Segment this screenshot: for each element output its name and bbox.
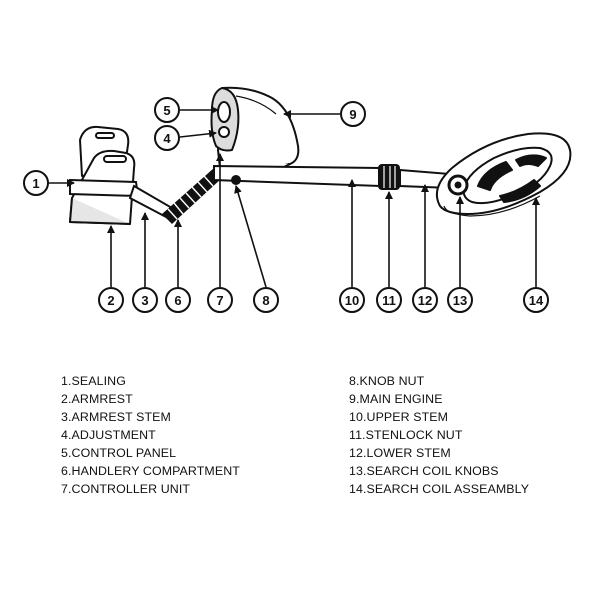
sealing-strap: [69, 178, 140, 198]
legend-item: 12.LOWER STEM: [349, 446, 451, 460]
svg-text:3: 3: [141, 293, 148, 308]
callout-13: 13: [447, 287, 473, 313]
legend-item: 13.SEARCH COIL KNOBS: [349, 464, 499, 478]
callout-4: 4: [154, 125, 180, 151]
legend-item: 11.STENLOCK NUT: [349, 428, 463, 442]
svg-text:2: 2: [107, 293, 114, 308]
legend-item: 3.ARMREST STEM: [61, 410, 171, 424]
callout-2: 2: [98, 287, 124, 313]
knob-nut: [231, 175, 241, 185]
callout-14: 14: [523, 287, 549, 313]
svg-text:10: 10: [345, 293, 359, 308]
callout-12: 12: [412, 287, 438, 313]
svg-text:4: 4: [163, 131, 171, 146]
main-engine: [210, 86, 300, 169]
callout-11: 11: [376, 287, 402, 313]
armrest-drawing: [69, 125, 136, 225]
legend-item: 7.CONTROLLER UNIT: [61, 482, 191, 496]
legend-item: 9.MAIN ENGINE: [349, 392, 443, 406]
svg-text:7: 7: [216, 293, 223, 308]
legend-left-column: 1.SEALING 2.ARMREST 3.ARMREST STEM 4.ADJ…: [61, 372, 240, 498]
legend-right-column: 8.KNOB NUT 9.MAIN ENGINE 10.UPPER STEM 1…: [349, 372, 529, 498]
svg-text:6: 6: [174, 293, 181, 308]
callout-3: 3: [132, 287, 158, 313]
callout-8: 8: [253, 287, 279, 313]
stemlock-nut: [378, 164, 400, 190]
callout-1: 1: [23, 170, 49, 196]
svg-text:13: 13: [453, 293, 467, 308]
legend-item: 6.HANDLERY COMPARTMENT: [61, 464, 240, 478]
svg-text:8: 8: [262, 293, 269, 308]
legend-item: 4.ADJUSTMENT: [61, 428, 156, 442]
handle-grip: [162, 168, 222, 224]
svg-text:1: 1: [32, 176, 39, 191]
legend-item: 8.KNOB NUT: [349, 374, 425, 388]
legend-item: 10.UPPER STEM: [349, 410, 449, 424]
svg-text:12: 12: [418, 293, 432, 308]
legend-item: 2.ARMREST: [61, 392, 133, 406]
legend-item: 1.SEALING: [61, 374, 126, 388]
search-coil-knob: [447, 174, 469, 196]
callout-6: 6: [165, 287, 191, 313]
callout-9: 9: [340, 101, 366, 127]
svg-text:11: 11: [382, 293, 396, 308]
callout-10: 10: [339, 287, 365, 313]
callout-7: 7: [207, 287, 233, 313]
svg-text:14: 14: [529, 293, 544, 308]
legend-item: 14.SEARCH COIL ASSEAMBLY: [349, 482, 530, 496]
legend-item: 5.CONTROL PANEL: [61, 446, 177, 460]
svg-text:9: 9: [349, 107, 356, 122]
search-coil: [436, 132, 572, 217]
leader-lines: [48, 106, 540, 288]
callout-5: 5: [154, 97, 180, 123]
svg-text:5: 5: [163, 103, 170, 118]
